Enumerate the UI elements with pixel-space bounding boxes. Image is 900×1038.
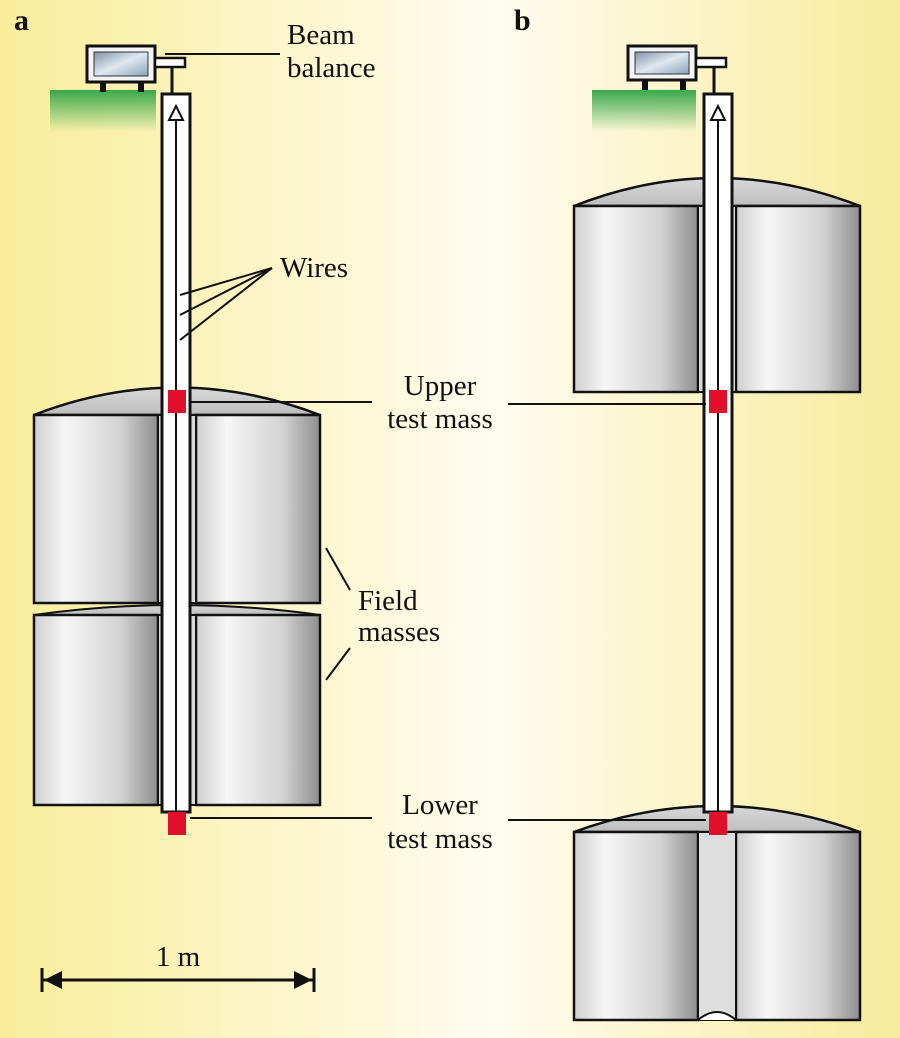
- lower-test-mass-b: [709, 812, 727, 835]
- scale-bar-label: 1 m: [156, 941, 201, 973]
- upper-test-mass-b: [709, 390, 727, 413]
- ground-b: [592, 90, 696, 132]
- wire-leader-1: [179, 267, 273, 296]
- beam-balance-label-line1: Beam: [287, 19, 355, 51]
- field-mass-lower-b: [572, 804, 862, 1022]
- wire-leader-2: [179, 267, 273, 316]
- scale-bar: [40, 968, 316, 992]
- panel-b: [572, 44, 862, 1022]
- lower-test-mass-a: [168, 812, 186, 835]
- panel-label-b: b: [514, 4, 531, 37]
- wire-leader-3: [179, 267, 273, 341]
- field-masses-label-line2: masses: [358, 616, 440, 648]
- beam-balance-label-line2: balance: [287, 52, 376, 84]
- beam-balance-b: [626, 44, 728, 94]
- lower-test-mass-label-line1: Lower: [402, 789, 478, 821]
- panel-label-a: a: [14, 4, 29, 37]
- upper-test-mass-a: [168, 390, 186, 413]
- field-mass-leader-2: [325, 647, 351, 681]
- ground-a: [50, 90, 156, 132]
- lower-test-mass-label-line2: test mass: [387, 823, 493, 855]
- beam-balance-a: [85, 44, 187, 94]
- tube-b: [702, 92, 734, 814]
- field-masses-label-line1: Field: [358, 585, 418, 617]
- wires-label: Wires: [280, 252, 348, 284]
- leader-lines: [165, 53, 706, 821]
- panel-a: [32, 44, 322, 835]
- field-mass-leader-1: [325, 547, 351, 591]
- upper-test-mass-label-line2: test mass: [387, 403, 493, 435]
- tube-a: [160, 92, 192, 814]
- upper-test-mass-label-line1: Upper: [404, 370, 477, 402]
